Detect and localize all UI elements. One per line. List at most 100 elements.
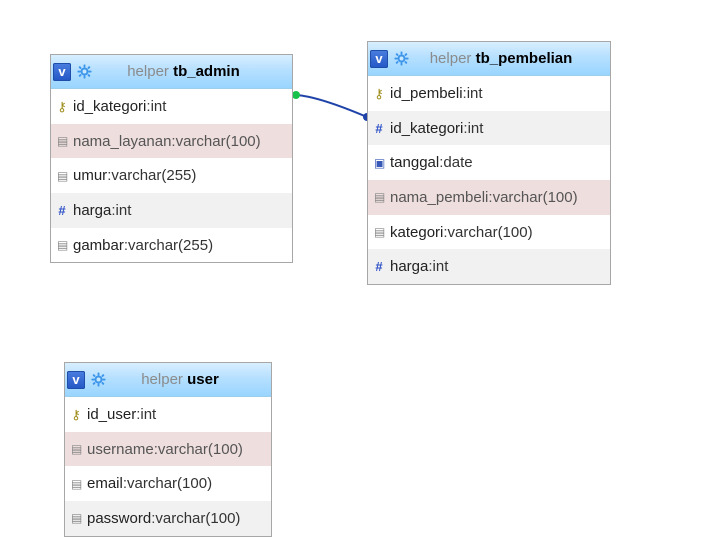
field-type: varchar(100) [157,440,243,458]
document-icon: ▤ [374,225,386,240]
field-separator: : [151,509,156,527]
field-separator: : [123,236,129,254]
field-type: int [466,84,483,102]
document-icon: ▤ [57,168,69,183]
field-separator: : [146,97,151,115]
table-name: tb_admin [173,63,240,80]
document-icon: ▤ [71,476,83,491]
field-row[interactable]: ⚷ id_kategori : int [51,89,292,124]
field-separator: : [171,132,176,150]
view-icon[interactable]: v [67,370,85,389]
field-type: varchar(100) [127,475,213,493]
table-user[interactable]: v hel [64,362,272,537]
relation-line [295,94,368,118]
field-row[interactable]: # id_kategori : int [368,110,610,146]
table-tb-pembelian[interactable]: v hel [367,41,611,286]
field-row[interactable]: ⚷ id_pembeli : int [368,76,610,111]
field-list: ⚷ id_kategori : int ▤ nama_layanan : var… [51,89,292,262]
field-name: id_pembeli [390,84,463,102]
schema-name: helper [141,371,183,388]
field-row[interactable]: ⚷ id_user : int [65,397,271,432]
hash-icon: # [375,259,383,275]
field-row[interactable]: ▤ password : varchar(100) [65,501,271,536]
gear-icon[interactable] [90,371,107,388]
field-separator: : [122,475,128,493]
field-row[interactable]: ▤ username : varchar(100) [65,431,271,467]
field-type: int [432,258,449,276]
table-name: tb_pembelian [475,50,573,67]
field-type: int [115,201,132,219]
key-icon: ⚷ [71,406,81,422]
field-row[interactable]: ▣ tanggal : date [368,145,610,180]
relation-start-dot [292,91,300,99]
field-list: ⚷ id_user : int ▤ username : varchar(100… [65,397,271,536]
field-separator: : [153,440,158,458]
field-name: email [87,475,123,493]
schema-name: helper [127,63,169,80]
field-row[interactable]: ▤ nama_layanan : varchar(100) [51,123,292,159]
field-row[interactable]: ▤ kategori : varchar(100) [368,215,610,250]
field-row[interactable]: ▤ umur : varchar(255) [51,158,292,193]
field-row[interactable]: # harga : int [51,193,292,228]
document-icon: ▤ [71,511,83,526]
document-icon: ▤ [71,442,83,457]
key-icon: ⚷ [57,98,67,114]
key-icon: ⚷ [374,85,384,101]
table-title: helper user [107,371,271,388]
field-row[interactable]: ▤ nama_pembeli : varchar(100) [368,180,610,215]
field-separator: : [111,201,116,219]
table-title: helper tb_admin [93,63,292,80]
field-separator: : [443,223,448,241]
schema-name: helper [429,50,472,67]
field-row[interactable]: ▤ email : varchar(100) [65,466,271,501]
table-title: helper tb_pembelian [410,50,610,67]
table-name: user [187,371,219,388]
view-icon[interactable]: v [370,49,388,68]
field-name: id_user [87,405,137,423]
document-icon: ▤ [57,134,69,149]
field-type: int [150,97,167,115]
field-type: varchar(255) [128,236,214,254]
table-header: v hel [51,55,292,89]
field-name: nama_pembeli [390,188,489,206]
field-name: id_kategori [390,119,464,137]
field-type: date [443,154,473,172]
field-row[interactable]: # harga : int [368,249,610,285]
field-list: ⚷ id_pembeli : int # id_kategori : int ▣… [368,76,610,285]
field-name: umur [73,167,108,185]
table-header: v hel [368,42,610,76]
field-separator: : [428,258,433,276]
field-type: varchar(255) [111,167,197,185]
field-type: varchar(100) [175,132,261,150]
document-icon: ▤ [374,190,386,205]
field-type: int [467,119,484,137]
field-name: kategori [390,223,444,241]
field-separator: : [462,84,467,102]
gear-icon[interactable] [393,50,410,67]
field-row[interactable]: ▤ gambar : varchar(255) [51,228,292,263]
field-type: varchar(100) [447,223,533,241]
field-separator: : [463,119,468,137]
document-icon: ▤ [57,238,69,253]
field-name: id_kategori [73,97,147,115]
calendar-icon: ▣ [374,155,386,170]
field-type: varchar(100) [492,188,578,206]
field-name: tanggal [390,154,440,172]
field-type: varchar(100) [155,509,241,527]
field-name: username [87,440,154,458]
hash-icon: # [375,120,383,136]
field-separator: : [107,167,112,185]
field-separator: : [136,405,141,423]
view-icon[interactable]: v [53,62,71,81]
field-name: gambar [73,236,124,254]
field-name: nama_layanan [73,132,172,150]
field-name: harga [73,201,112,219]
field-name: harga [390,258,429,276]
table-header: v hel [65,363,271,397]
field-separator: : [488,188,493,206]
gear-icon[interactable] [76,63,93,80]
table-tb-admin[interactable]: v hel [50,54,293,264]
hash-icon: # [58,202,66,218]
field-name: password [87,509,152,527]
